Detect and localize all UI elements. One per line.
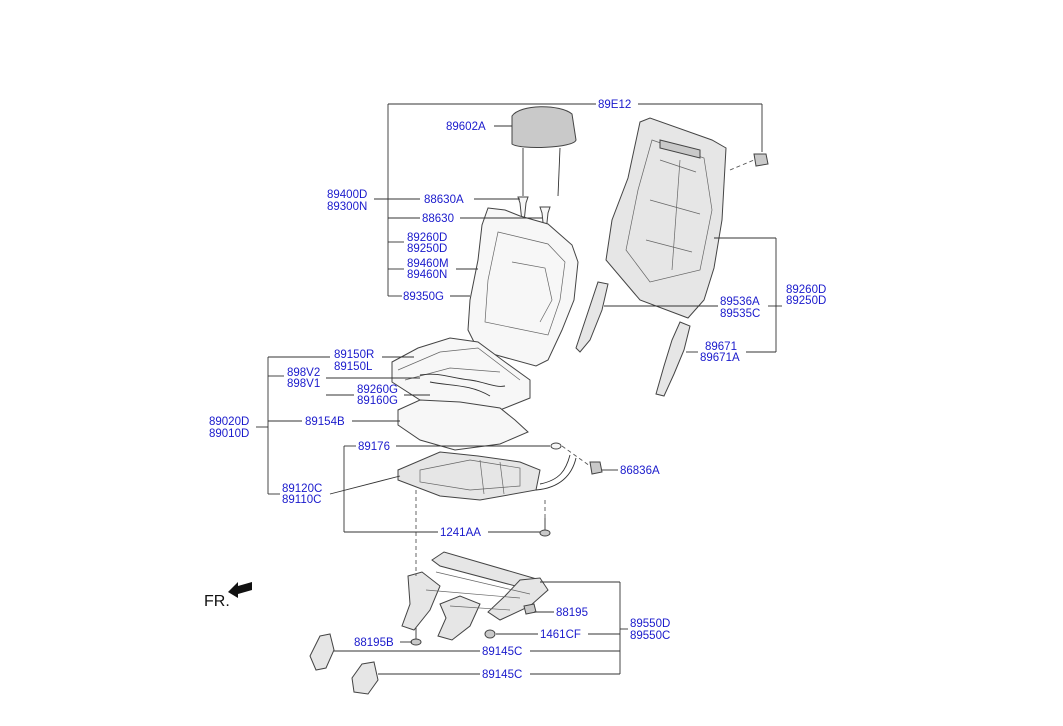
bolt-86836A	[589, 461, 603, 475]
label-89020D: 89020D	[209, 416, 249, 428]
label-89460N: 89460N	[407, 269, 447, 281]
label-88630A: 88630A	[424, 194, 464, 206]
label-89150L: 89150L	[334, 361, 373, 373]
label-89350G: 89350G	[403, 291, 444, 303]
label-89260D-frame: 89260D	[786, 284, 826, 296]
seatback-frame	[605, 117, 727, 319]
label-898V1: 898V1	[287, 378, 320, 390]
part-labels: 89E12 89602A 89400D 89300N 88630A 88630 …	[204, 99, 826, 681]
hinge-upper	[575, 281, 609, 353]
label-89535C: 89535C	[720, 308, 760, 320]
label-88195: 88195	[556, 607, 588, 619]
label-89120C: 89120C	[282, 483, 322, 495]
label-89250D-frame: 89250D	[786, 295, 826, 307]
label-89176: 89176	[358, 441, 390, 453]
front-direction-label: FR.	[204, 593, 230, 610]
label-88630: 88630	[422, 213, 454, 225]
label-89460M: 89460M	[407, 258, 449, 270]
cover-89145C-upper	[309, 633, 335, 671]
label-88195B: 88195B	[354, 637, 394, 649]
seat-track	[401, 551, 549, 641]
label-89145C-lower: 89145C	[482, 669, 522, 681]
cushion-frame	[397, 451, 577, 501]
cushion-pad	[391, 337, 531, 413]
label-89550D: 89550D	[630, 618, 670, 630]
label-89536A: 89536A	[720, 296, 760, 308]
hinge-lower	[655, 321, 691, 397]
label-89150R: 89150R	[334, 349, 374, 361]
label-89671: 89671	[705, 341, 737, 353]
bolt-88195B	[410, 628, 422, 646]
label-89400D: 89400D	[327, 189, 367, 201]
label-898V2: 898V2	[287, 367, 320, 379]
label-89E12: 89E12	[598, 99, 631, 111]
bolt-1241AA	[539, 518, 551, 537]
seatback-pad	[467, 207, 579, 367]
headrest	[511, 106, 577, 197]
label-89145C-upper: 89145C	[482, 646, 522, 658]
bolt-88195	[523, 603, 537, 615]
label-89154B: 89154B	[305, 416, 345, 428]
label-89260D-seatback: 89260D	[407, 232, 447, 244]
label-89250D-seatback: 89250D	[407, 243, 447, 255]
label-1461CF: 1461CF	[540, 629, 581, 641]
label-89260G: 89260G	[357, 384, 398, 396]
label-89602A: 89602A	[446, 121, 486, 133]
cover-89145C-lower	[351, 661, 379, 695]
label-1241AA: 1241AA	[440, 527, 481, 539]
label-89160G: 89160G	[357, 395, 398, 407]
cushion-mat	[397, 399, 529, 451]
clip-89176	[550, 442, 562, 450]
front-direction-arrow-icon	[228, 582, 252, 598]
label-89550C: 89550C	[630, 630, 670, 642]
label-89300N: 89300N	[327, 201, 367, 213]
seatback-pin	[753, 153, 769, 167]
label-89671A: 89671A	[700, 352, 740, 364]
label-89110C: 89110C	[282, 494, 321, 506]
label-89010D: 89010D	[209, 428, 249, 440]
nut-1461CF	[484, 629, 496, 639]
leader-lines	[256, 103, 782, 675]
label-86836A: 86836A	[620, 465, 660, 477]
